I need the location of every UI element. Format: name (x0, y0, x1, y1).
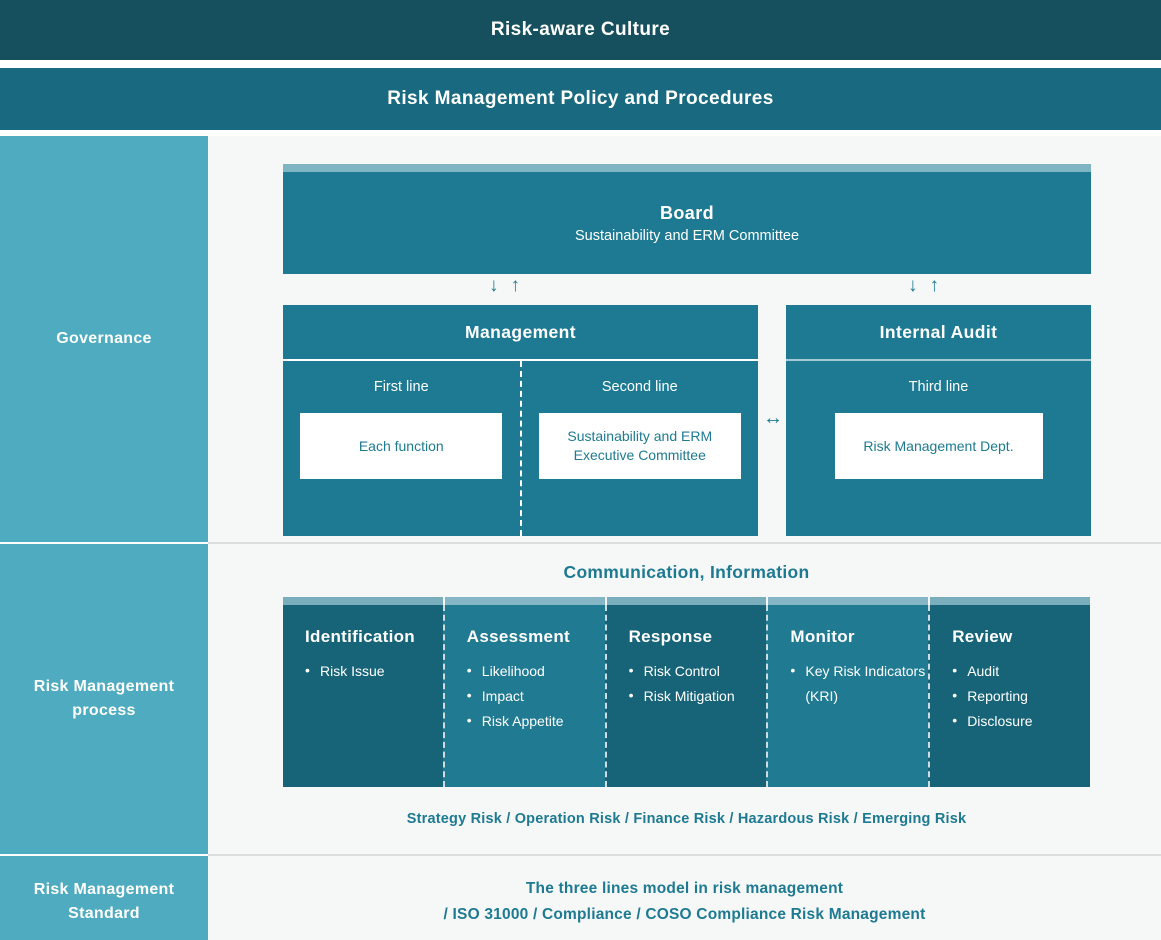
banner-spacer (0, 60, 1161, 68)
first-line-label: First line (373, 379, 429, 395)
process-column-assessment: Assessment Likelihood Impact Risk Appeti… (442, 597, 605, 787)
sidebar-divider (0, 542, 208, 544)
board-title: Board (659, 202, 714, 223)
governance-boxes: Management First line Each function Seco… (283, 305, 1091, 536)
process-column-monitor: Monitor Key Risk Indicators (KRI) (766, 597, 929, 787)
arrow-down-icon: ↓ (908, 275, 918, 296)
process-column-review: Review Audit Reporting Disclosure (928, 597, 1090, 787)
board-connector-arrows: ↓ ↑ ↓ ↑ (283, 274, 1091, 305)
third-line-entity: Risk Management Dept. (834, 413, 1043, 479)
governance-content: Board Sustainability and ERM Committee ↓… (208, 136, 1161, 542)
list-item: Audit (952, 658, 1090, 684)
sidebar-label-risk-process: Risk Management process (0, 544, 208, 854)
risk-process-row: Risk Management process Communication, I… (0, 544, 1161, 854)
list-item: Risk Control (629, 658, 767, 684)
standard-line-2: / ISO 31000 / Compliance / COSO Complian… (443, 906, 926, 923)
risk-standard-label-text: Risk Management Standard (33, 881, 175, 922)
process-column-title: Response (628, 627, 713, 646)
arrow-down-icon: ↓ (489, 275, 499, 296)
risk-process-content: Communication, Information Identificatio… (208, 544, 1161, 854)
management-lines: First line Each function Second line Sus… (283, 361, 758, 536)
governance-label-text: Governance (56, 330, 152, 347)
second-line-cell: Second line Sustainability and ERM Execu… (522, 361, 759, 536)
management-box: Management First line Each function Seco… (283, 305, 758, 536)
process-column-items: Likelihood Impact Risk Appetite (467, 658, 605, 734)
sidebar-divider-2 (0, 854, 208, 856)
third-line-cell: Third line Risk Management Dept. (786, 361, 1091, 536)
third-line-label: Third line (908, 379, 969, 395)
process-column-title: Monitor (790, 627, 855, 646)
standard-line-1: The three lines model in risk management (525, 880, 844, 898)
process-column-items: Key Risk Indicators (KRI) (790, 658, 928, 709)
board-subtitle: Sustainability and ERM Committee (574, 227, 800, 244)
process-column-title: Review (952, 627, 1013, 646)
risk-aware-culture-banner: Risk-aware Culture (0, 0, 1161, 60)
risk-standard-row: Risk Management Standard The three lines… (0, 856, 1161, 940)
arrow-up-icon: ↑ (929, 275, 940, 296)
process-column-response: Response Risk Control Risk Mitigation (604, 597, 767, 787)
risk-process-columns: Identification Risk Issue Assessment Lik… (283, 597, 1090, 787)
risk-aware-culture-label: Risk-aware Culture (490, 19, 671, 40)
process-column-items: Risk Control Risk Mitigation (629, 658, 767, 709)
process-column-title: Assessment (466, 627, 570, 646)
internal-audit-lines: Third line Risk Management Dept. (786, 361, 1091, 536)
risk-policy-label: Risk Management Policy and Procedures (387, 88, 774, 109)
banner-spacer-2 (0, 130, 1161, 136)
communication-information-title: Communication, Information (563, 562, 810, 582)
second-line-label: Second line (601, 379, 678, 395)
risk-types-list: Strategy Risk / Operation Risk / Finance… (406, 811, 967, 827)
internal-audit-title: Internal Audit (786, 305, 1091, 361)
sidebar-label-governance: Governance (0, 136, 208, 542)
governance-process-divider (0, 542, 1161, 544)
arrow-up-icon: ↑ (510, 275, 521, 296)
list-item: Risk Appetite (467, 708, 605, 734)
list-item: Key Risk Indicators (KRI) (790, 658, 928, 709)
process-standard-divider (0, 854, 1161, 856)
arrow-pair-internal-audit: ↓ ↑ (908, 276, 939, 295)
management-title: Management (283, 305, 758, 361)
arrow-horizontal-double-icon: ↔ (762, 405, 784, 431)
sidebar-label-risk-standard: Risk Management Standard (0, 856, 208, 940)
risk-process-label-text: Risk Management process (33, 678, 175, 719)
list-item: Reporting (952, 683, 1090, 709)
list-item: Risk Mitigation (629, 683, 767, 709)
first-line-entity: Each function (300, 413, 503, 479)
content-divider (208, 542, 1161, 544)
list-item: Risk Issue (305, 658, 443, 684)
risk-standard-content: The three lines model in risk management… (208, 856, 1161, 940)
list-item: Likelihood (467, 658, 605, 684)
process-column-items: Risk Issue (305, 658, 443, 684)
list-item: Disclosure (952, 708, 1090, 734)
risk-policy-banner: Risk Management Policy and Procedures (0, 68, 1161, 130)
list-item: Impact (467, 683, 605, 709)
governance-row: Governance Board Sustainability and ERM … (0, 136, 1161, 542)
process-column-identification: Identification Risk Issue (283, 597, 443, 787)
arrow-pair-management: ↓ ↑ (489, 276, 520, 295)
process-column-title: Identification (305, 627, 415, 646)
content-divider-2 (208, 854, 1161, 856)
diagram-body: Governance Board Sustainability and ERM … (0, 136, 1161, 940)
internal-audit-box: Internal Audit Third line Risk Managemen… (786, 305, 1091, 536)
board-box: Board Sustainability and ERM Committee (283, 164, 1091, 274)
process-column-items: Audit Reporting Disclosure (952, 658, 1090, 734)
second-line-entity: Sustainability and ERM Executive Committ… (538, 413, 741, 479)
first-line-cell: First line Each function (283, 361, 522, 536)
